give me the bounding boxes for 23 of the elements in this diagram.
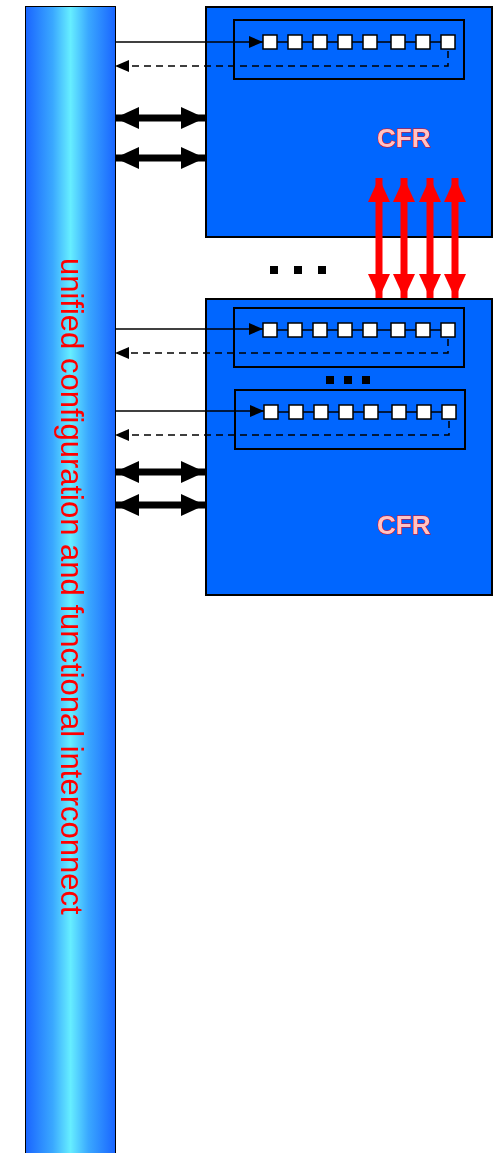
- cfr-block: [205, 6, 493, 238]
- double-arrow: [115, 107, 205, 129]
- double-arrow: [115, 147, 205, 169]
- bar-label: unified configuration and functional interconnect: [52, 257, 89, 915]
- double-arrow: [115, 494, 205, 516]
- block-label: CFR: [377, 123, 431, 154]
- block-label: CFR: [377, 510, 431, 541]
- cfr-block: [205, 298, 493, 596]
- arrow: [114, 50, 449, 72]
- double-arrow: [444, 178, 466, 298]
- arrow: [114, 36, 264, 48]
- double-arrow: [368, 178, 390, 298]
- double-arrow: [393, 178, 415, 298]
- double-arrow: [115, 461, 205, 483]
- interconnect-bar: [25, 6, 116, 1153]
- arrow: [114, 420, 450, 441]
- scan-chain-box: [233, 307, 465, 368]
- scan-chain-box: [233, 19, 465, 80]
- arrow: [114, 405, 265, 417]
- arrow: [114, 323, 264, 335]
- double-arrow: [419, 178, 441, 298]
- scan-chain-box: [234, 389, 466, 450]
- arrow: [114, 338, 449, 359]
